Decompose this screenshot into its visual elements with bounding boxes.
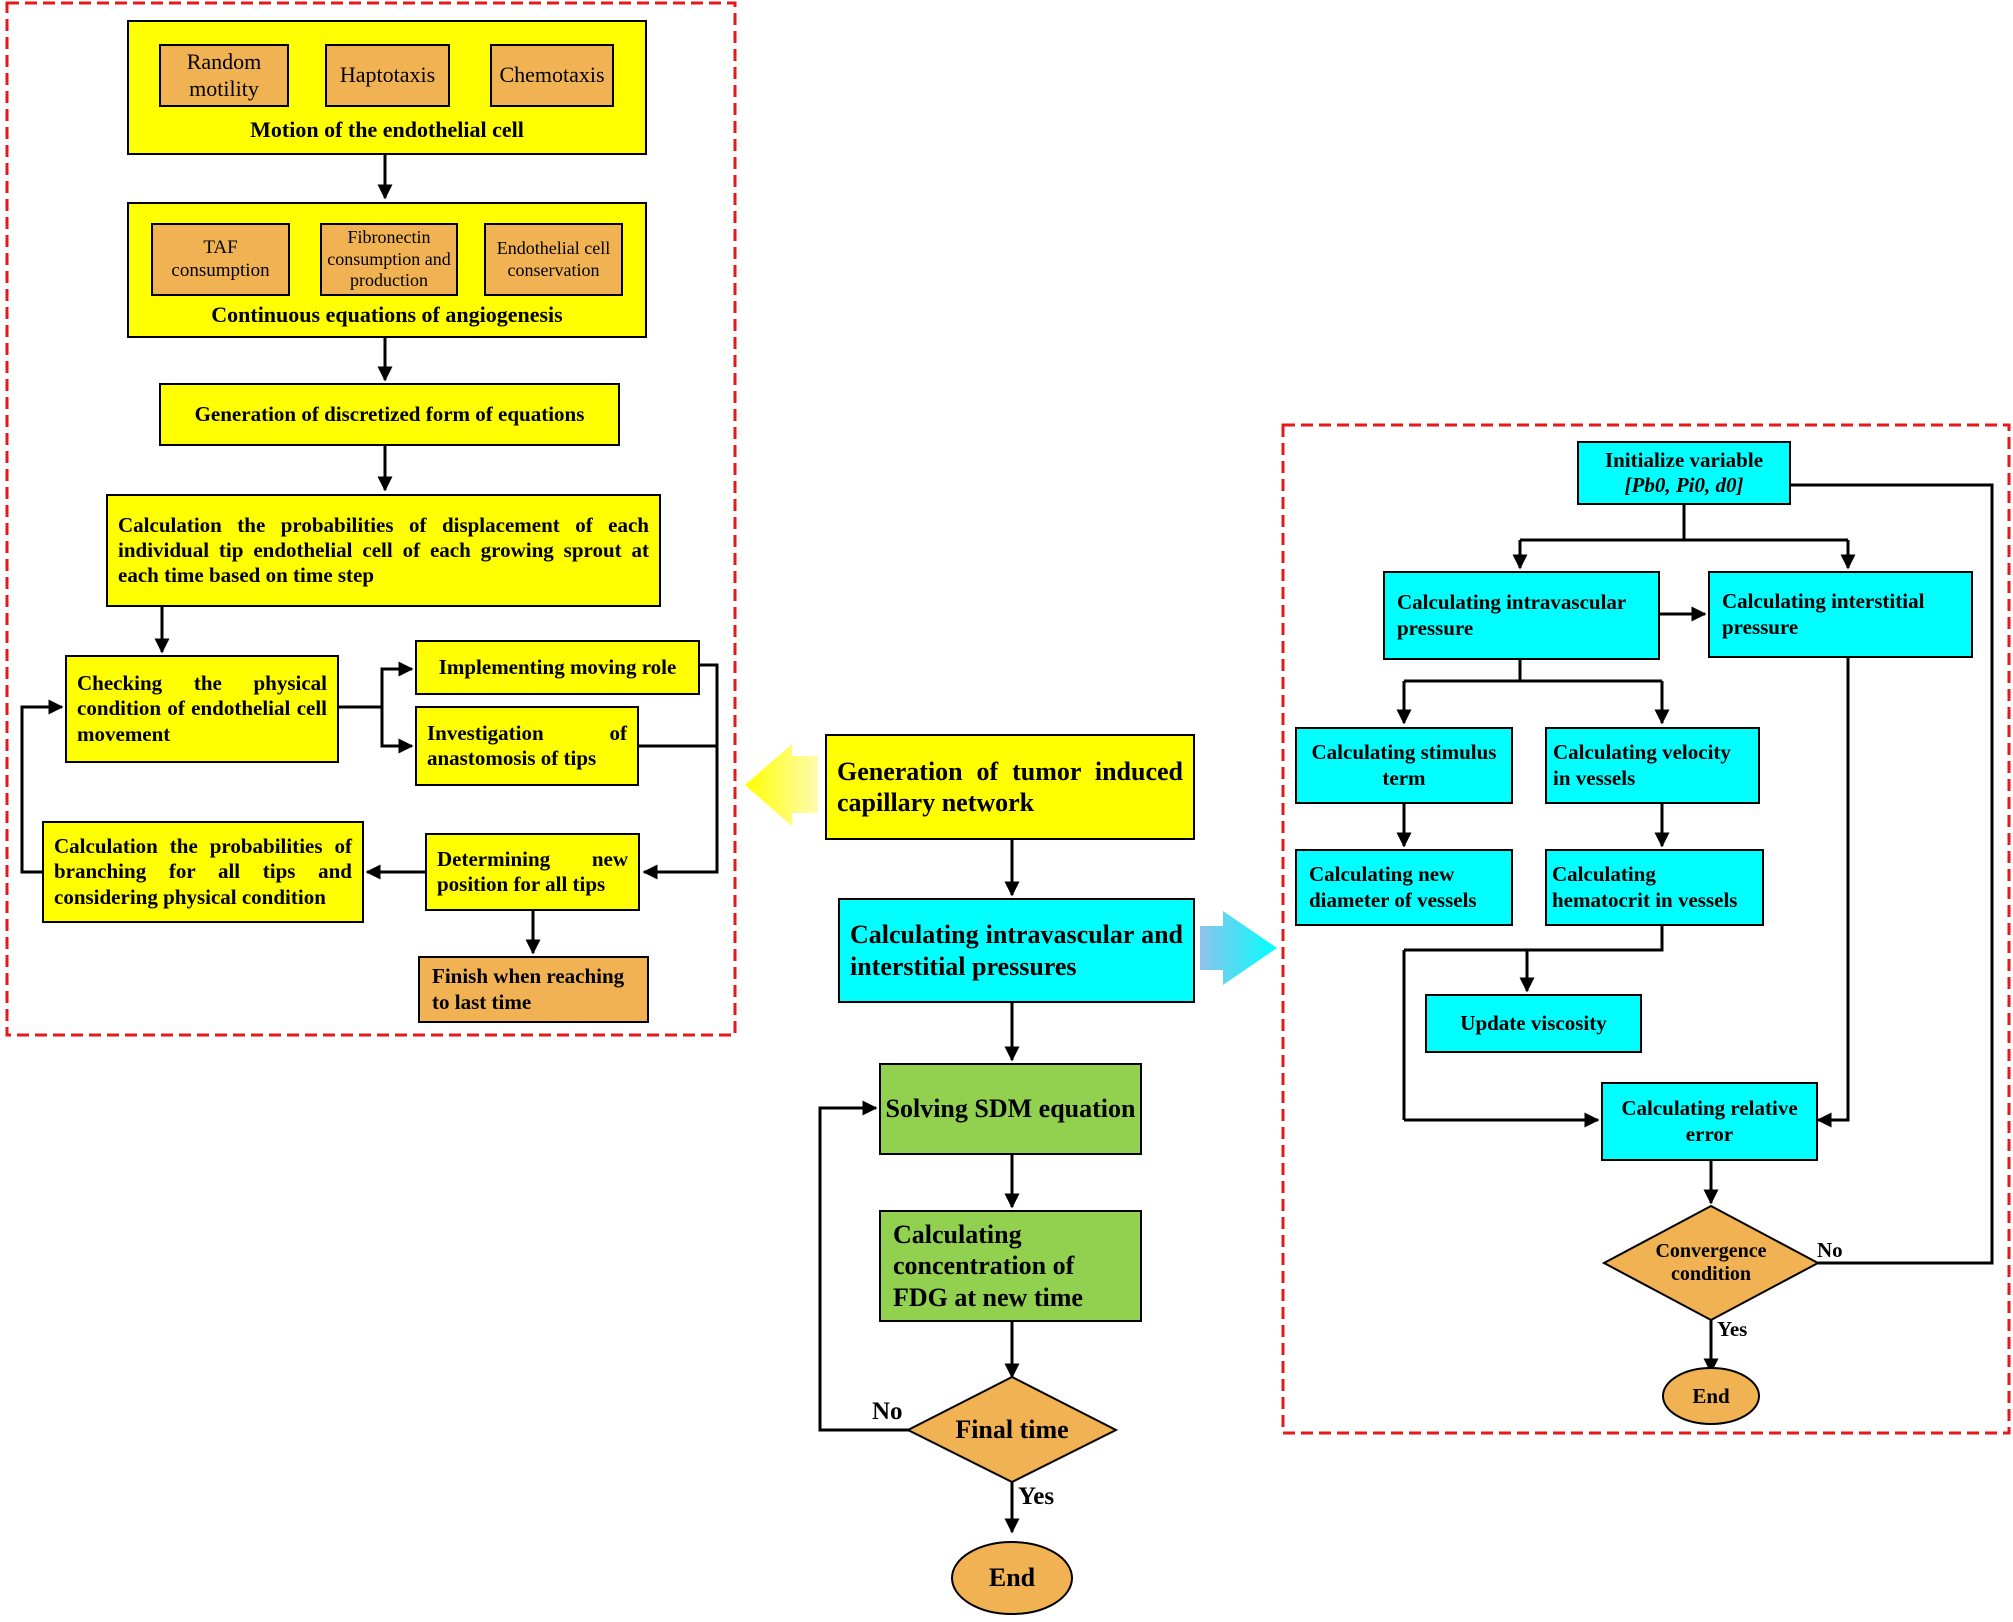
center-end-oval bbox=[951, 1541, 1073, 1615]
convergence-diamond bbox=[1601, 1204, 1821, 1322]
pressures-box: Calculating intravascular and interstiti… bbox=[838, 898, 1195, 1003]
stimulus-box: Calculating stimulus term bbox=[1295, 727, 1513, 804]
interstitial-box: Calculating interstitial pressure bbox=[1708, 571, 1973, 658]
new-position-box: Determining new position for all tips bbox=[425, 833, 640, 911]
center-end-label: End bbox=[988, 1563, 1036, 1592]
connector bbox=[818, 1100, 910, 1432]
intravascular-box: Calculating intravascular pressure bbox=[1383, 571, 1660, 660]
initialize-vars: [Pb0, Pi0, d0] bbox=[1624, 473, 1744, 497]
initialize-box: Initialize variable [Pb0, Pi0, d0] bbox=[1577, 441, 1791, 505]
right-panel-border bbox=[1281, 423, 2011, 1435]
right-yes-label: Yes bbox=[1717, 1317, 1748, 1341]
relative-error-box: Calculating relative error bbox=[1601, 1082, 1818, 1161]
convergence-label: Convergence condition bbox=[1655, 1240, 1767, 1285]
branching-box: Calculation the probabilities of branchi… bbox=[42, 821, 364, 923]
discretized-box: Generation of discretized form of equati… bbox=[159, 383, 620, 446]
fdg-box: Calculating concentration of FDG at new … bbox=[879, 1210, 1142, 1322]
connector bbox=[642, 663, 719, 880]
diameter-box: Calculating new diameter of vessels bbox=[1295, 849, 1513, 926]
connector bbox=[1816, 658, 1850, 1128]
right-no-label: No bbox=[1817, 1238, 1843, 1262]
right-arrow-icon bbox=[1200, 911, 1277, 985]
center-no-label: No bbox=[872, 1398, 903, 1425]
viscosity-box: Update viscosity bbox=[1425, 994, 1642, 1053]
fibronectin-box: Fibronectin consumption and production bbox=[320, 223, 458, 296]
checking-box: Checking the physical condition of endot… bbox=[65, 655, 339, 763]
left-arrow-icon bbox=[745, 744, 818, 826]
hematocrit-box: Calculating hematocrit in vessels bbox=[1545, 849, 1764, 926]
center-yes-label: Yes bbox=[1018, 1483, 1055, 1510]
connector bbox=[1688, 477, 1994, 1265]
connector bbox=[1404, 926, 1664, 952]
connector bbox=[380, 661, 414, 707]
chemotaxis-box: Chemotaxis bbox=[490, 44, 614, 107]
velocity-box: Calculating velocity in vessels bbox=[1545, 727, 1760, 804]
haptotaxis-box: Haptotaxis bbox=[325, 44, 450, 107]
anastomosis-box: Investigation of anastomosis of tips bbox=[415, 706, 639, 786]
connector bbox=[20, 699, 64, 874]
motion-caption: Motion of the endothelial cell bbox=[250, 117, 524, 142]
final-time-diamond bbox=[905, 1375, 1119, 1484]
endothelial-conservation-box: Endothelial cell conservation bbox=[484, 223, 623, 296]
random-motility-box: Random motility bbox=[159, 44, 289, 107]
left-panel-border bbox=[5, 1, 737, 1037]
finish-box: Finish when reaching to last time bbox=[418, 956, 649, 1023]
continuous-caption: Continuous equations of angiogenesis bbox=[211, 302, 563, 327]
probabilities-box: Calculation the probabilities of displac… bbox=[106, 494, 661, 607]
generation-box: Generation of tumor induced capillary ne… bbox=[825, 734, 1195, 840]
right-end-label: End bbox=[1692, 1383, 1730, 1408]
sdm-box: Solving SDM equation bbox=[879, 1063, 1142, 1155]
taf-consumption-box: TAF consumption bbox=[151, 223, 290, 296]
moving-role-box: Implementing moving role bbox=[415, 640, 700, 695]
right-end-oval bbox=[1662, 1367, 1760, 1425]
connector bbox=[380, 707, 414, 754]
initialize-title: Initialize variable bbox=[1604, 447, 1764, 472]
final-time-label: Final time bbox=[955, 1414, 1069, 1444]
